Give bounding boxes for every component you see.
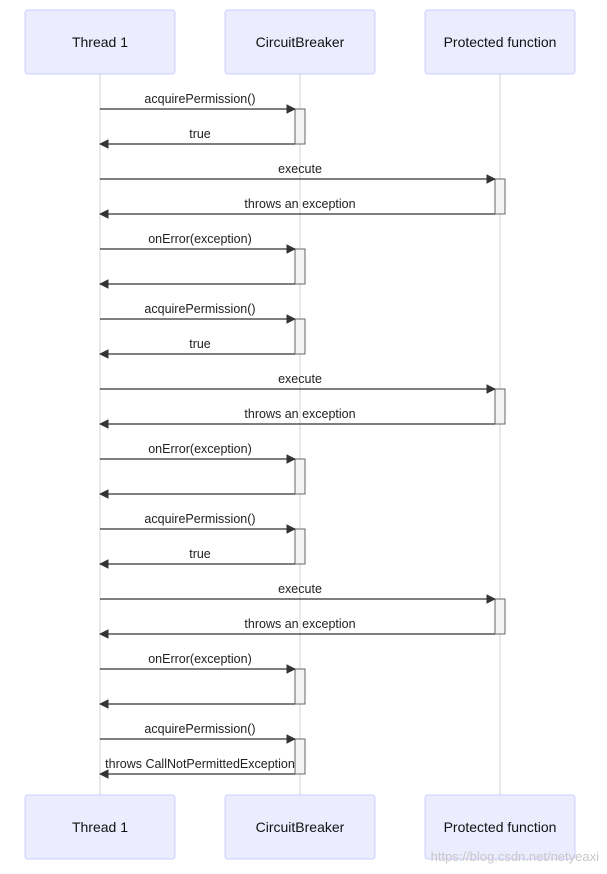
message-label: execute [278,162,322,176]
message-label: onError(exception) [148,232,252,246]
message-label: execute [278,582,322,596]
message-label: true [189,547,211,561]
participant-label: CircuitBreaker [256,819,345,835]
participant-box [24,9,176,75]
participant-thread-top: Thread 1 [24,9,176,75]
message-label: execute [278,372,322,386]
activation-box [294,458,306,495]
participant-box [24,794,176,860]
message-label: throws an exception [244,197,355,211]
activation-box [294,108,306,145]
participant-label: Protected function [444,34,557,50]
message-label: onError(exception) [148,442,252,456]
message-label: throws an exception [244,407,355,421]
message-label: true [189,337,211,351]
activation-box [294,668,306,705]
participant-label: Thread 1 [72,34,128,50]
participant-box [224,794,376,860]
watermark: https://blog.csdn.net/netyeaxi [430,849,599,864]
activation-box [294,528,306,565]
participant-box [424,9,576,75]
activation-box [294,738,306,775]
participant-pf-top: Protected function [424,9,576,75]
participant-box [224,9,376,75]
participant-cb-top: CircuitBreaker [224,9,376,75]
message-label: acquirePermission() [144,302,255,316]
activation-box [494,388,506,425]
participant-label: Thread 1 [72,819,128,835]
participant-label: CircuitBreaker [256,34,345,50]
message-label: acquirePermission() [144,512,255,526]
participant-cb-bottom: CircuitBreaker [224,794,376,860]
message-label: throws an exception [244,617,355,631]
message-label: onError(exception) [148,652,252,666]
activation-box [294,248,306,285]
activation-box [494,178,506,215]
message-label: acquirePermission() [144,722,255,736]
activation-box [494,598,506,635]
message-label: throws CallNotPermittedException [105,757,295,771]
message-label: acquirePermission() [144,92,255,106]
participant-pf-bottom: Protected function [424,794,576,860]
activation-box [294,318,306,355]
participant-box [424,794,576,860]
participant-label: Protected function [444,819,557,835]
participant-thread-bottom: Thread 1 [24,794,176,860]
message-label: true [189,127,211,141]
